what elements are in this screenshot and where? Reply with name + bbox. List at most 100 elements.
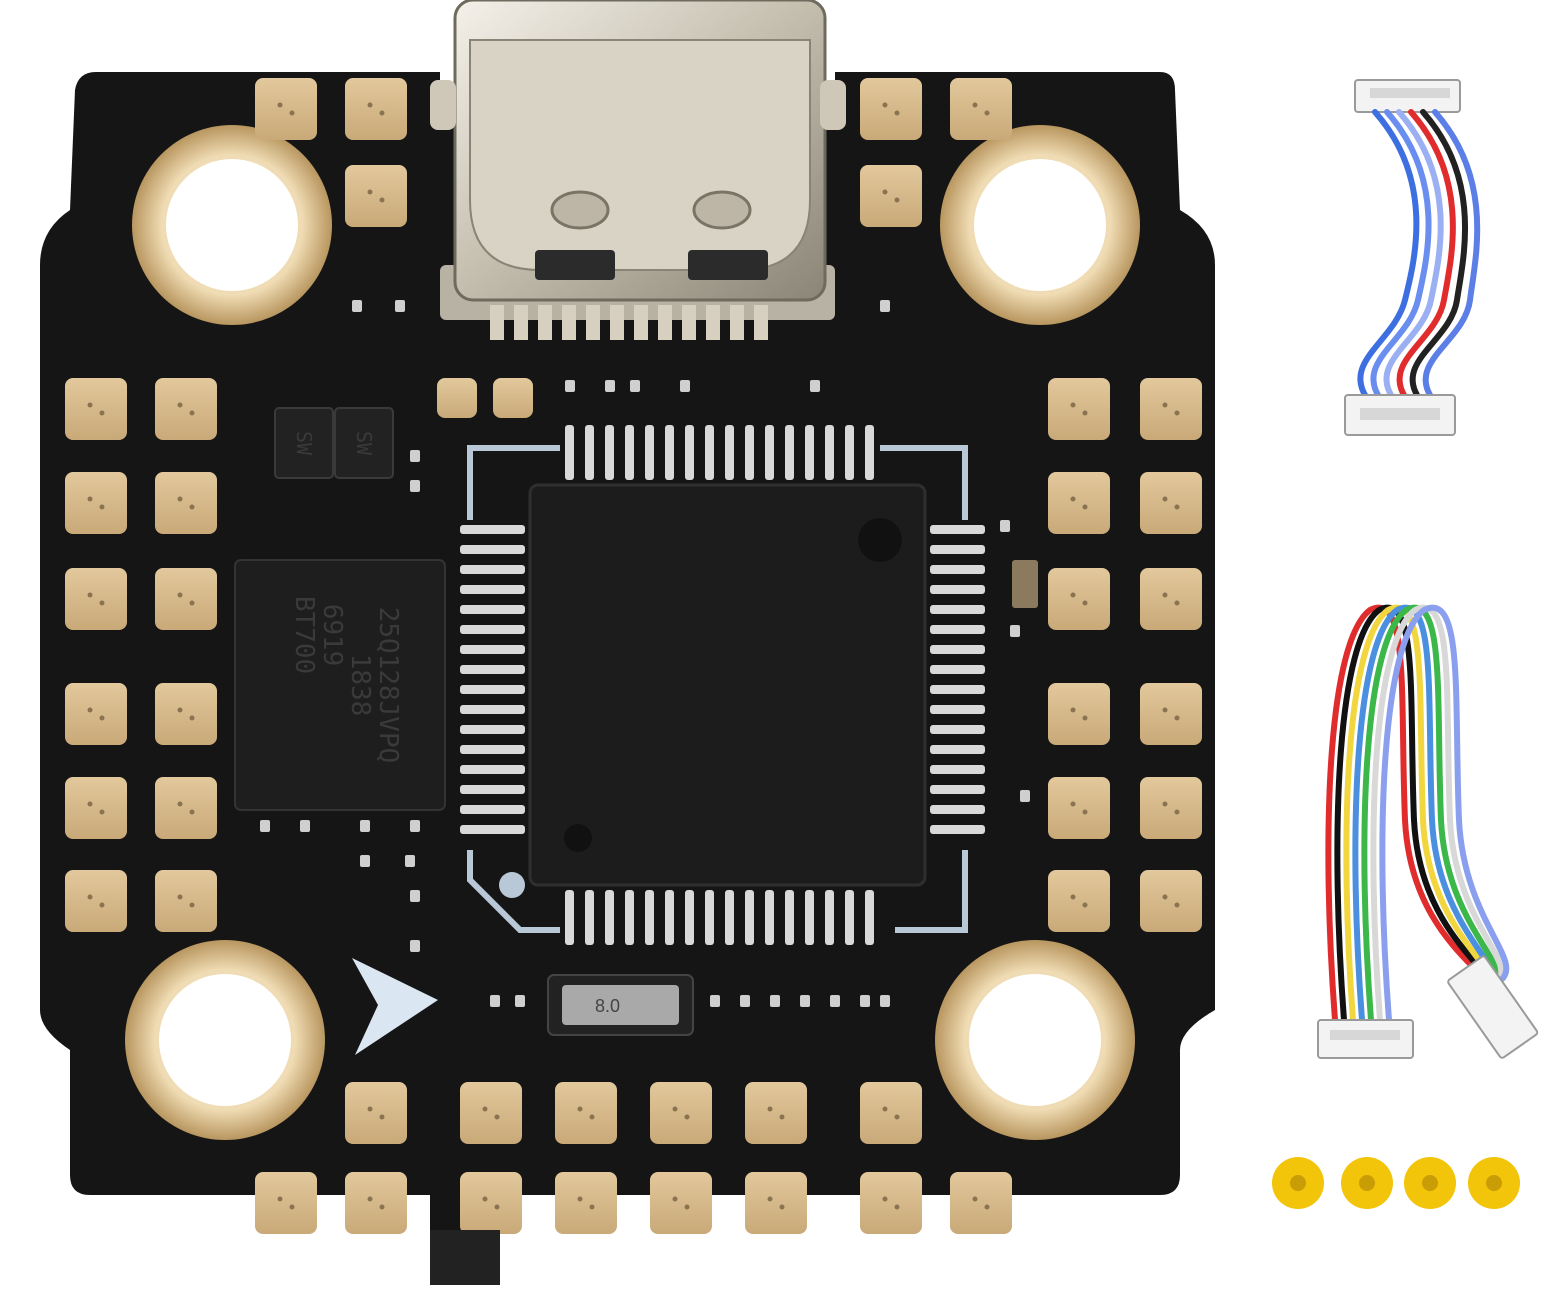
solder-pad	[65, 683, 127, 745]
solder-pad	[950, 78, 1012, 140]
mcu-pin	[930, 805, 985, 814]
solder-pad	[155, 870, 217, 932]
cable-wire	[1409, 109, 1468, 398]
solder-pad	[860, 78, 922, 140]
solder-pads	[65, 78, 1202, 1234]
mcu-pin	[725, 890, 734, 945]
rubber-bumpers	[1272, 1157, 1520, 1209]
long-cable-connector-right	[1447, 955, 1539, 1059]
smd-component	[710, 995, 720, 1007]
mcu-pin	[460, 685, 525, 694]
smd-components	[260, 300, 1038, 1007]
smd-component	[360, 820, 370, 832]
solder-pad	[1140, 472, 1202, 534]
flash-chip-line1: 25Q128JVPQ	[373, 607, 403, 764]
smd-component	[880, 300, 890, 312]
smd-component	[810, 380, 820, 392]
solder-pad	[460, 1082, 522, 1144]
solder-pad	[1140, 870, 1202, 932]
cable-wire	[1379, 604, 1510, 1023]
smd-component	[1020, 790, 1030, 802]
smd-component	[300, 820, 310, 832]
transistor-left: SW	[274, 407, 334, 479]
solder-pad	[65, 777, 127, 839]
cable-wire	[1396, 109, 1456, 398]
smd-component	[860, 995, 870, 1007]
smd-component	[630, 380, 640, 392]
solder-pad	[1140, 568, 1202, 630]
mcu-pin	[930, 605, 985, 614]
solder-pad	[155, 568, 217, 630]
mcu-pin	[745, 425, 754, 480]
cable-wire	[1357, 109, 1420, 398]
arrow-logo-icon	[352, 958, 438, 1055]
mcu-pin	[930, 685, 985, 694]
mcu-pin	[460, 765, 525, 774]
solder-pad	[345, 78, 407, 140]
mcu-pin	[725, 425, 734, 480]
usb-pin	[682, 305, 696, 340]
smd-component	[410, 480, 420, 492]
smd-component	[770, 995, 780, 1007]
smd-component	[410, 450, 420, 462]
flash-chip-line3: 6919	[317, 604, 347, 667]
mcu-pin	[930, 705, 985, 714]
flash-chip: 25Q128JVPQ 1838 6919 BT700	[234, 559, 446, 811]
usb-pin	[514, 305, 528, 340]
mcu-pin	[930, 725, 985, 734]
solder-pad	[65, 378, 127, 440]
mcu-pin	[845, 425, 854, 480]
mcu-pin	[460, 585, 525, 594]
mcu-pin	[930, 825, 985, 834]
solder-pad	[1048, 870, 1110, 932]
mcu-pin	[460, 825, 525, 834]
solder-pad	[555, 1082, 617, 1144]
mcu-pin	[460, 665, 525, 674]
solder-pad	[255, 1172, 317, 1234]
mcu-pin	[565, 890, 574, 945]
mcu-pin	[460, 525, 525, 534]
mcu-pin	[585, 890, 594, 945]
mcu-pin	[930, 625, 985, 634]
smd-component	[405, 855, 415, 867]
smd-component	[1000, 520, 1010, 532]
mcu-pin	[930, 765, 985, 774]
solder-pad	[255, 78, 317, 140]
solder-pad	[1048, 472, 1110, 534]
long-cable	[1317, 604, 1539, 1059]
mcu-pin	[865, 890, 874, 945]
usb-pin	[586, 305, 600, 340]
smd-component	[260, 820, 270, 832]
solder-pad	[65, 568, 127, 630]
smd-component	[605, 380, 615, 392]
short-cable	[1344, 79, 1481, 436]
mcu-pin	[685, 425, 694, 480]
solder-pad	[860, 165, 922, 227]
flight-controller-board: 25Q128JVPQ 1838 6919 BT700 SW SW 8.0	[40, 0, 1215, 1285]
smd-component	[490, 995, 500, 1007]
mcu-pin	[460, 565, 525, 574]
mcu-pin	[705, 890, 714, 945]
cable-wire	[1361, 604, 1500, 1023]
mcu-pin	[930, 785, 985, 794]
smd-component	[410, 940, 420, 952]
mcu-pin	[930, 665, 985, 674]
mcu-pin	[765, 425, 774, 480]
usb-pin	[538, 305, 552, 340]
solder-pad	[1048, 683, 1110, 745]
mcu-pin	[605, 425, 614, 480]
mcu-pin	[645, 425, 654, 480]
mcu-pin	[565, 425, 574, 480]
usb-pin	[634, 305, 648, 340]
flash-chip-line2: 1838	[345, 654, 375, 717]
smd-component	[565, 380, 575, 392]
cable-wire	[1370, 109, 1432, 398]
cable-wire	[1352, 604, 1497, 1023]
mcu-pin	[805, 425, 814, 480]
mcu-pin	[930, 545, 985, 554]
mcu-pin	[930, 525, 985, 534]
mounting-hole-bottom-left	[125, 940, 325, 1140]
mcu-pin	[625, 890, 634, 945]
cable-wire	[1383, 109, 1444, 398]
solder-pad	[155, 378, 217, 440]
